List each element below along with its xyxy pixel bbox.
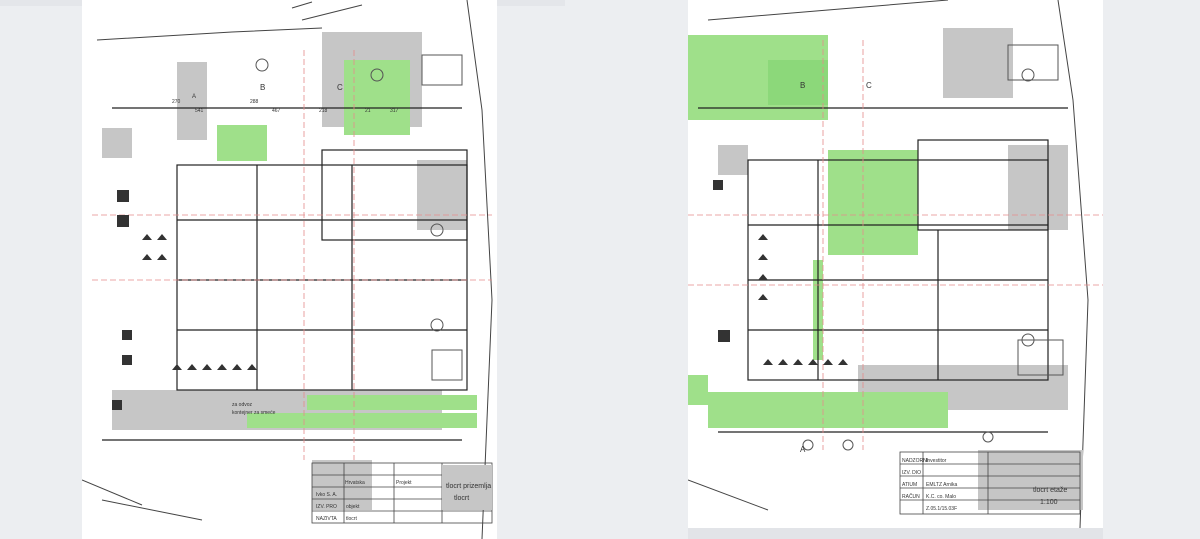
title-block-cell: NADZORNI	[902, 458, 928, 464]
highlight-areas	[217, 60, 477, 428]
title-block-cell: objekt	[346, 504, 360, 510]
title-block-cell: Hrvatska	[345, 480, 365, 486]
gray-areas	[102, 32, 467, 510]
sheet-title: tlocrt etaže	[1033, 487, 1067, 494]
title-block-cell: tlocrt	[346, 516, 357, 522]
floor-plan-right: C B A NADZORNI IZV. DIO ATIUM RAČUN Inve…	[688, 0, 1103, 528]
dimension: 218	[319, 108, 328, 114]
axis-label-c: C	[337, 83, 343, 92]
plan-note: kontejner za smeće	[232, 410, 276, 416]
title-block-cell: ATIUM	[902, 482, 917, 488]
dimension: 288	[250, 99, 259, 105]
title-block-cell: Ivko S. A.	[316, 492, 337, 498]
plan-note: za odvoz	[232, 402, 253, 408]
dimension: 467	[272, 108, 281, 114]
title-block-cell: NAZIVTA	[316, 516, 337, 522]
site-boundary-line	[96, 27, 323, 41]
title-block-cell: K.C. co. Malo	[926, 494, 956, 500]
title-block-cell: Z.05.1/15.03F	[926, 506, 957, 512]
title-block-cell: EMLTZ Arnika	[926, 482, 958, 488]
sheet-title: tlocrt prizemlja	[446, 483, 491, 490]
floor-plan-left: B C A 270 541 288 467 218 21 317 za odvo…	[82, 0, 493, 539]
axis-label-b: B	[800, 81, 805, 90]
dimension: 317	[390, 108, 399, 114]
sheet-subtitle: tlocrt	[454, 495, 469, 502]
title-block-cell: IZV. DIO	[902, 470, 921, 476]
drawing-page-right: C B A NADZORNI IZV. DIO ATIUM RAČUN Inve…	[688, 0, 1103, 528]
axis-label-a: A	[192, 94, 196, 100]
axis-label-a: A	[800, 445, 806, 454]
title-block-cell: IZV. PRO	[316, 504, 337, 510]
drawing-page-left: B C A 270 541 288 467 218 21 317 za odvo…	[82, 0, 497, 539]
axis-label-c: C	[866, 81, 872, 90]
title-block-cell: Projekt	[396, 480, 412, 486]
dimension: 21	[365, 108, 371, 114]
title-block	[899, 451, 1081, 515]
title-block-cell: RAČUN	[902, 493, 920, 500]
dimension: 541	[195, 108, 204, 114]
horizontal-scrollbar[interactable]	[688, 528, 1103, 539]
axis-label-b: B	[260, 83, 265, 92]
dimension: 270	[172, 99, 181, 105]
sheet-subtitle: 1:100	[1040, 499, 1058, 506]
title-block-cell: Investitor	[926, 458, 947, 464]
